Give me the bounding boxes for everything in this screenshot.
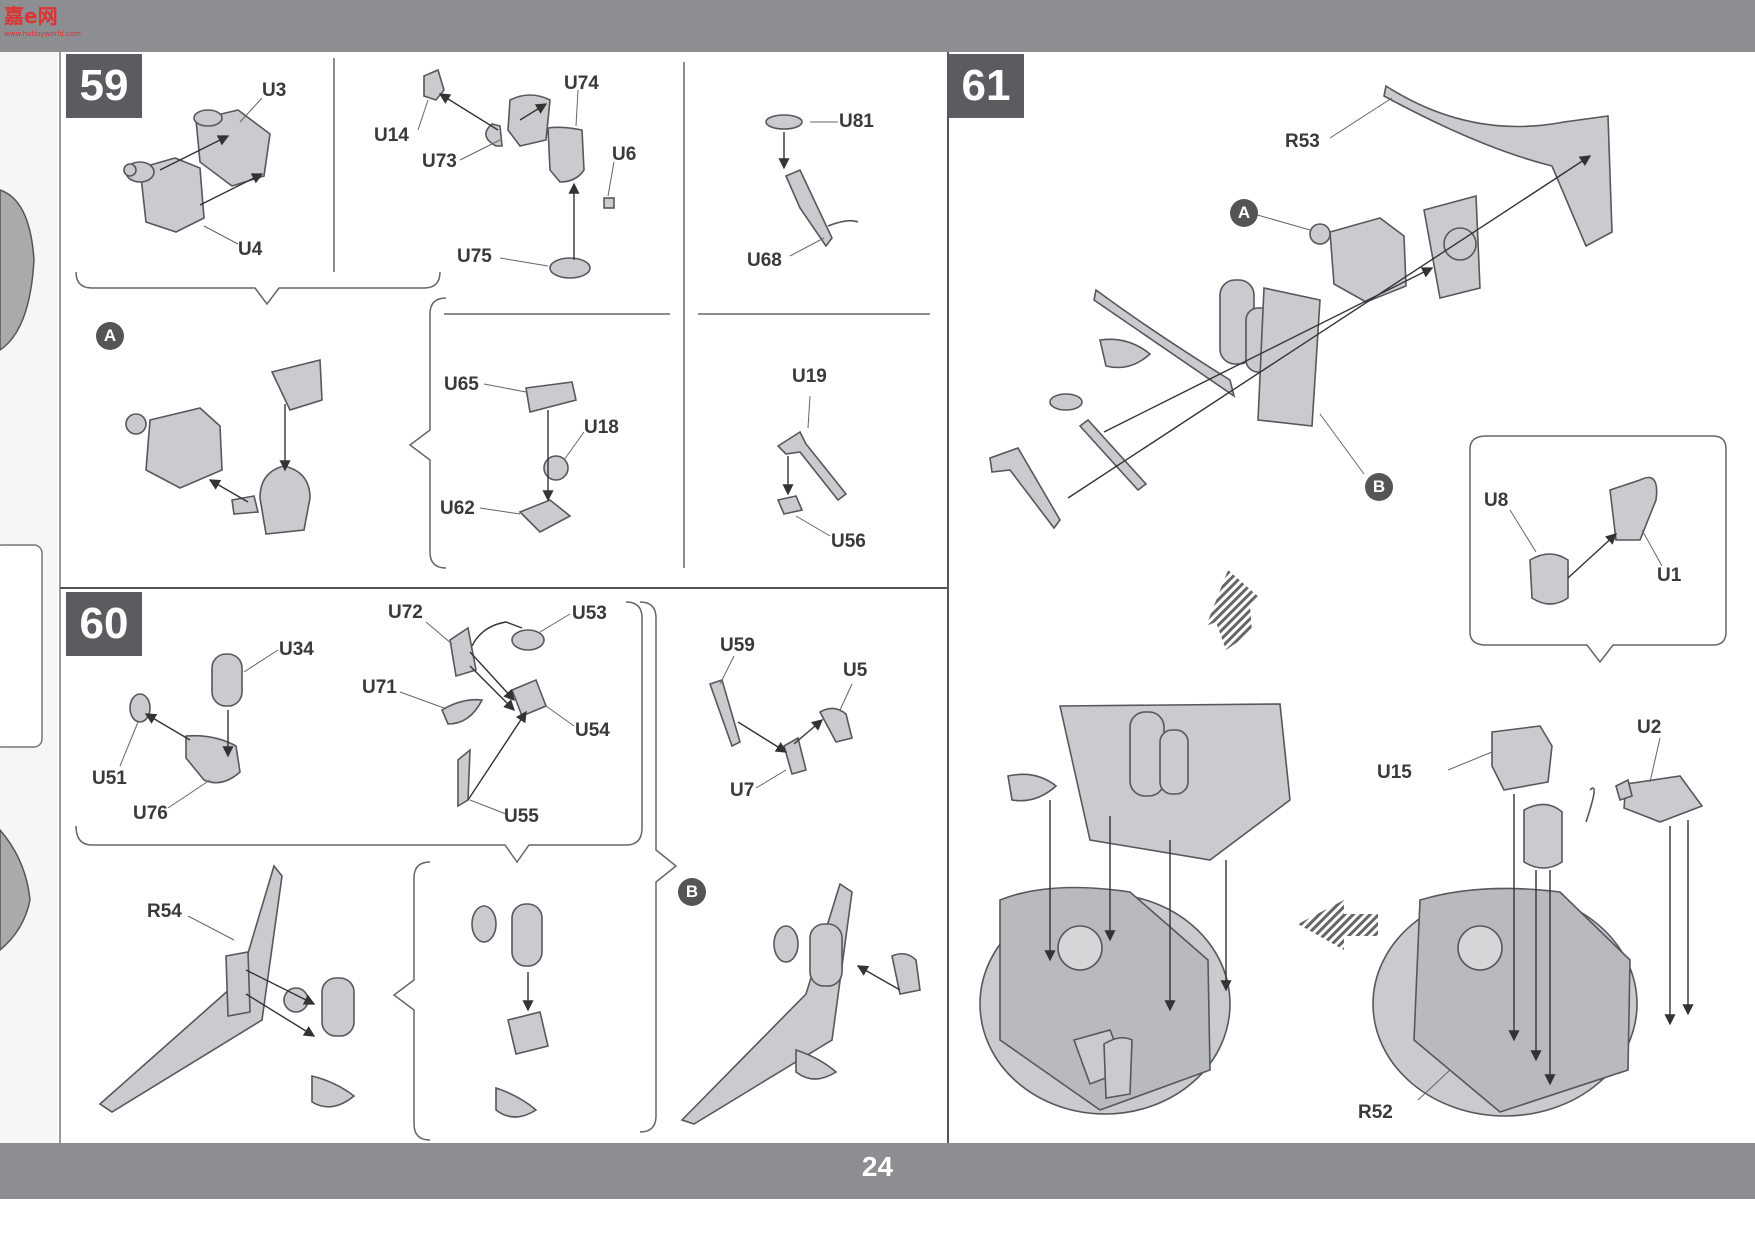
part-label-u34: U34 [279,639,314,660]
part-label-u72: U72 [388,602,423,623]
part-label-u53: U53 [572,603,607,624]
parts-u8-u1 [1529,476,1658,605]
turret-floor-left [979,886,1231,1115]
step-60-number: 60 [66,592,142,656]
gearbox-u4 [123,157,205,233]
part-label-u51: U51 [92,768,127,789]
part-label-u18: U18 [584,417,619,438]
assembly-b-step60-right [680,882,921,1125]
part-label-u55: U55 [504,806,539,827]
part-label-u7: U7 [730,780,755,801]
turret-floor-right-r52 [1372,887,1638,1117]
subassembly-b-marker-step60: B [678,878,706,906]
parts-u65-u18-u62 [518,381,577,533]
watermark-logo: 嘉e网 [4,4,58,28]
part-label-u6: U6 [612,144,637,165]
part-label-u62: U62 [440,498,475,519]
part-label-u71: U71 [362,677,397,698]
part-label-u5: U5 [843,660,868,681]
step-59-number: 59 [66,54,142,118]
part-label-u19: U19 [792,366,827,387]
mount-r53 [1383,84,1613,248]
watermark-url: www.hobbyworld.com [4,30,81,38]
previous-page-box [0,544,43,748]
page-number: 24 [861,1151,894,1182]
part-label-r52: R52 [1358,1102,1393,1123]
part-label-r54: R54 [147,901,182,922]
part-label-u74: U74 [564,73,599,94]
part-label-u1: U1 [1657,565,1682,586]
part-label-u65: U65 [444,374,479,395]
part-label-u59: U59 [720,635,755,656]
part-label-u2: U2 [1637,717,1662,738]
top-band [0,0,1755,52]
parts-u59-u5-u7 [708,678,853,775]
parts-u19-u56 [776,430,848,515]
housing-u3 [193,109,271,187]
part-label-r53: R53 [1285,131,1320,152]
track-fragment-bottom [0,828,31,951]
parts-u15-u2 [1491,725,1704,869]
part-label-u15: U15 [1377,762,1412,783]
part-label-u14: U14 [374,125,409,146]
part-label-u56: U56 [831,531,866,552]
track-fragment-top [0,189,35,351]
part-label-u8: U8 [1484,490,1509,511]
parts-u72-u53-u71-u54-u55 [440,626,548,808]
subassembly-b-step60 [471,903,549,1118]
subassembly-a-marker-step59: A [96,322,124,350]
arrow-left [1298,900,1378,950]
part-label-u75: U75 [457,246,492,267]
parts-u81-u68 [765,114,859,248]
parts-u34-u51-u76 [129,653,243,784]
subassembly-a-step59 [125,358,323,535]
subassembly-a-marker-step61: A [1230,199,1258,227]
subassembly-b-step61 [989,279,1321,530]
assembly-step61-mounted [1007,703,1291,861]
part-label-u73: U73 [422,151,457,172]
step-61-number: 61 [948,54,1024,118]
part-label-u81: U81 [839,111,874,132]
part-label-u68: U68 [747,250,782,271]
bottom-band [0,1143,1755,1199]
part-label-u3: U3 [262,80,287,101]
part-label-u54: U54 [575,720,610,741]
subassembly-b-marker-step61: B [1365,473,1393,501]
part-label-u76: U76 [133,803,168,824]
mount-r54-assembly [98,864,356,1113]
arrow-down [1206,570,1260,650]
part-label-u4: U4 [238,239,263,260]
